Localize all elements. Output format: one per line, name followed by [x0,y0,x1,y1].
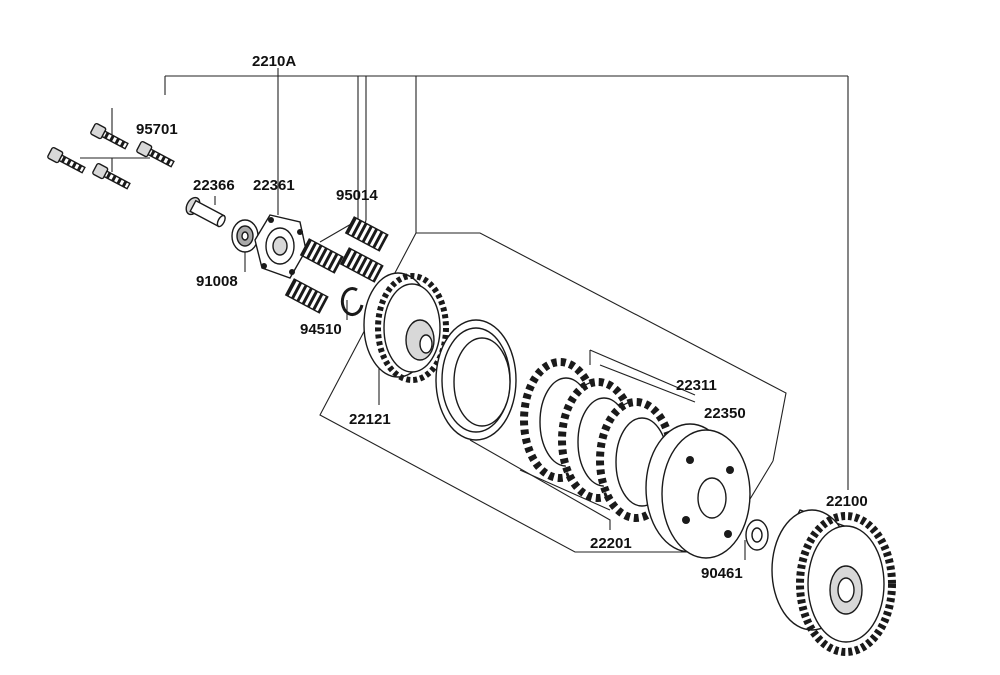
clutch-plate-stack [520,358,676,522]
bearing-91008 [231,219,259,253]
pressure-plate-22121 [363,272,449,383]
label-2210a: 2210A [252,53,296,70]
label-95014: 95014 [336,187,378,204]
label-22121: 22121 [349,411,391,428]
friction-disc [435,319,517,441]
label-22361: 22361 [253,177,295,194]
push-pin-22366 [185,196,226,228]
part-labels: 2210A 95701 22366 22361 95014 91008 9451… [136,53,868,582]
clutch-housing-22100 [771,509,896,656]
label-95701: 95701 [136,121,178,138]
label-94510: 94510 [300,321,342,338]
clutch-springs-95014 [284,216,389,314]
label-91008: 91008 [196,273,238,290]
label-22366: 22366 [193,177,235,194]
label-22311: 22311 [676,377,717,394]
label-22350: 22350 [704,405,746,422]
label-22201: 22201 [590,535,632,552]
lifter-plate-22361 [254,214,307,279]
washer-90461 [745,519,769,551]
circlip-94510 [340,287,364,317]
clutch-hub-22350 [645,423,751,559]
label-90461: 90461 [701,565,743,582]
label-22100: 22100 [826,493,868,510]
bolt-95701 [47,122,175,190]
